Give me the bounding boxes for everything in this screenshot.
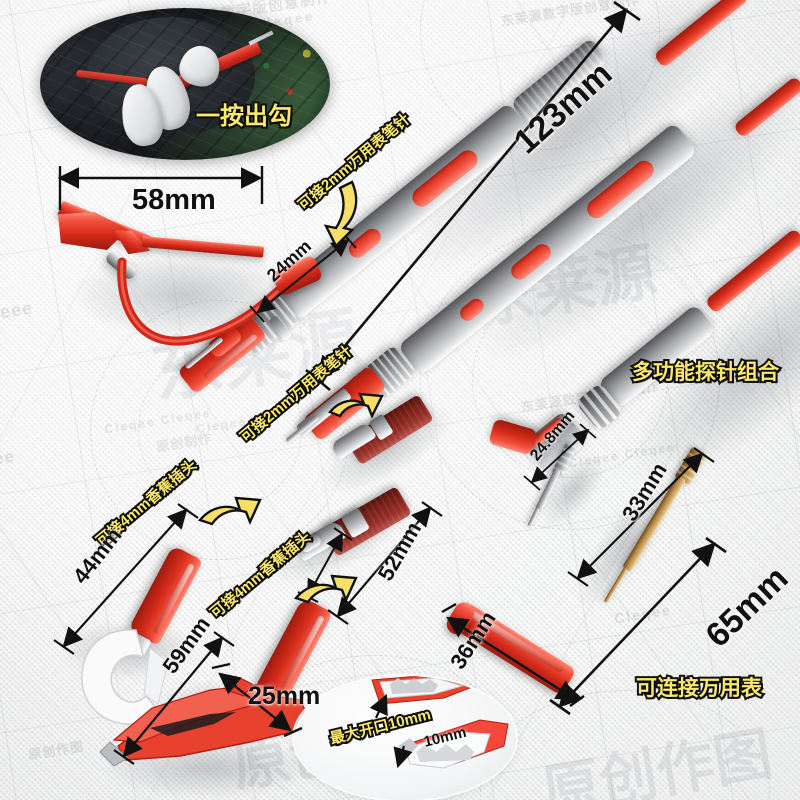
closeup-clip-jaws — [371, 676, 509, 769]
probe-a-grip-pad — [345, 225, 385, 262]
max-opening-closeup-oval — [294, 676, 516, 800]
drop-shadow — [70, 250, 300, 340]
hook-probe-demo-photo — [40, 8, 330, 160]
drop-shadow — [100, 738, 320, 798]
probe-b-grip-pad — [457, 295, 487, 324]
